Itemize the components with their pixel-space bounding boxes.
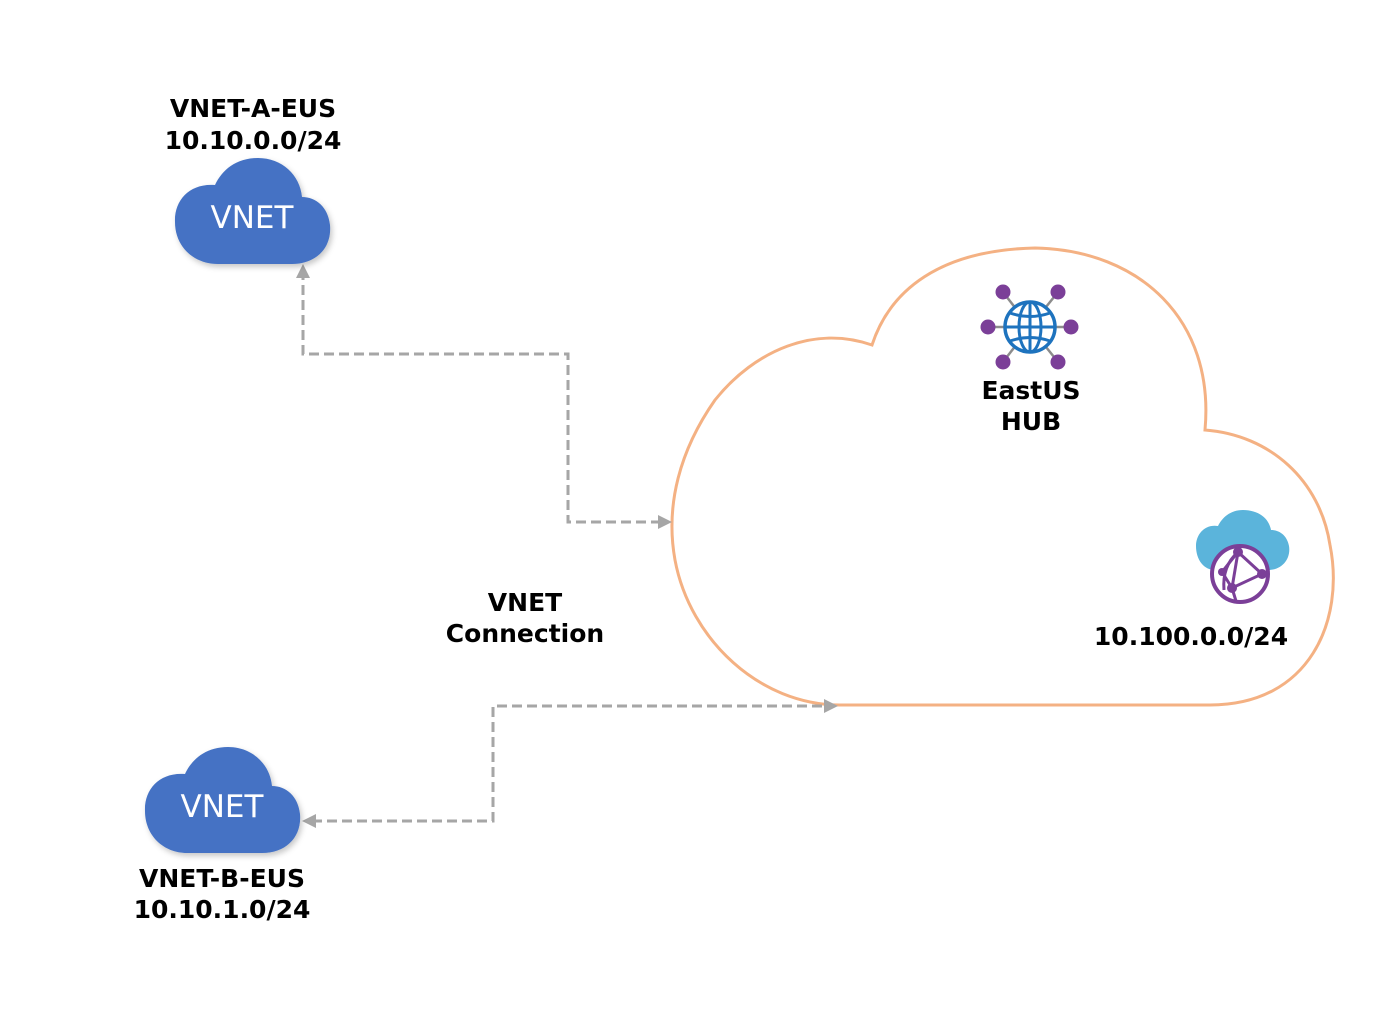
vnet-a-cidr: 10.10.0.0/24 xyxy=(165,126,342,155)
connection-label-line1: VNET xyxy=(488,588,562,617)
hub-cloud xyxy=(670,246,1335,707)
vnet-b-cidr: 10.10.1.0/24 xyxy=(134,895,311,924)
vnet-b-name: VNET-B-EUS xyxy=(139,864,305,893)
hub-address-space: 10.100.0.0/24 xyxy=(1094,622,1288,651)
arrowhead-hub-bottom xyxy=(824,699,838,713)
arrowhead-vnet-b xyxy=(302,814,316,828)
vnet-b-cloud-label: VNET xyxy=(181,789,265,825)
hub-name-line1: EastUS xyxy=(981,376,1080,405)
connection-label-line2: Connection xyxy=(446,619,604,648)
connector-vnet-b xyxy=(302,699,838,828)
vnet-b-cloud: VNET xyxy=(144,747,301,853)
hub-name-line2: HUB xyxy=(1001,407,1061,436)
arrowhead-hub-left xyxy=(658,515,672,529)
vnet-a-cloud: VNET xyxy=(174,158,331,264)
cloud-globe-icon xyxy=(1196,510,1290,604)
globe-icon xyxy=(1003,300,1057,354)
vnet-a-cloud-label: VNET xyxy=(211,200,295,236)
arrowhead-vnet-a xyxy=(296,264,310,278)
vnet-a-name: VNET-A-EUS xyxy=(170,94,336,123)
connector-vnet-a xyxy=(296,264,672,529)
virtual-hub-icon xyxy=(980,284,1079,370)
